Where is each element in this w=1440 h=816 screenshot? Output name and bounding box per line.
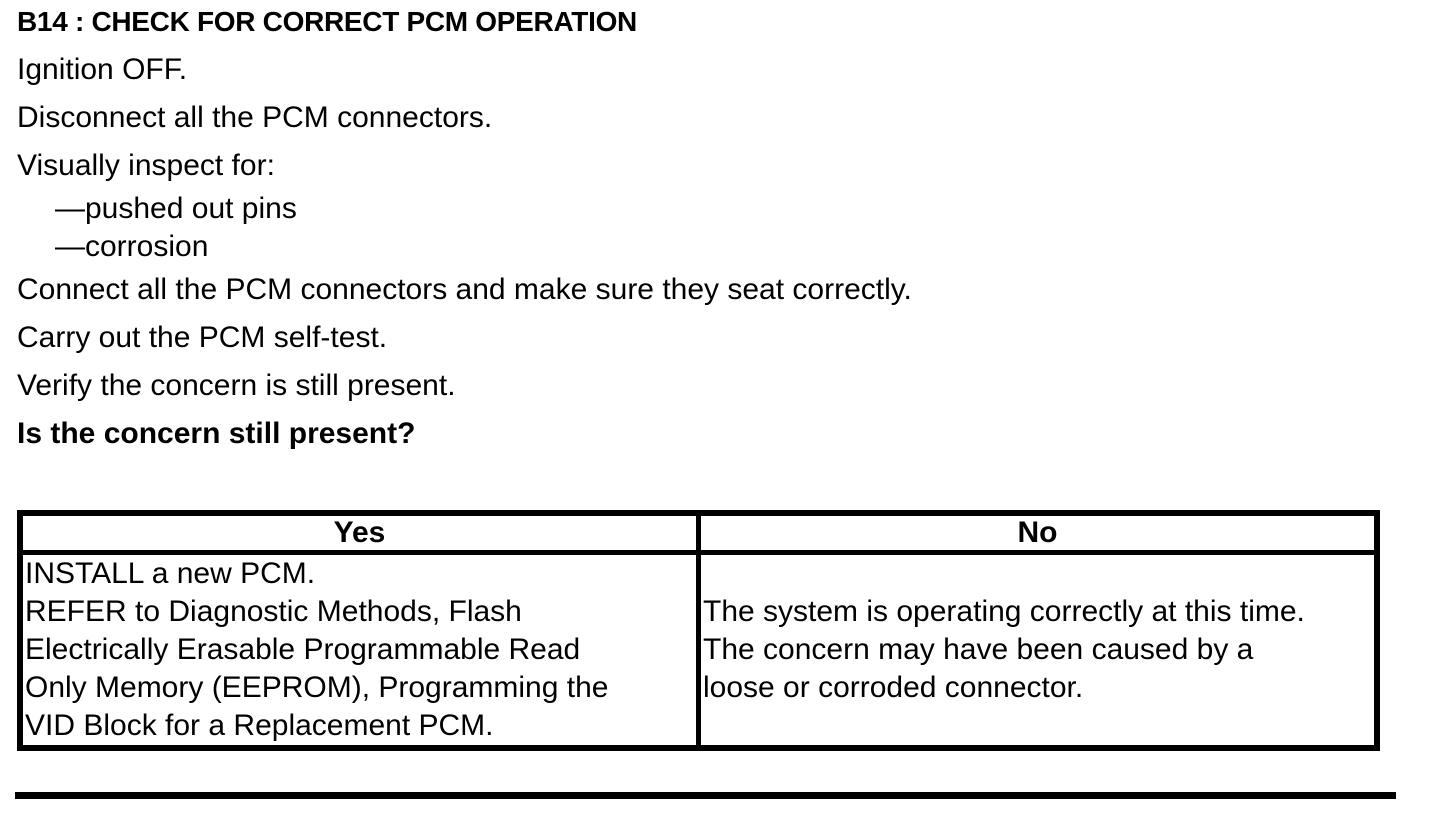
no-action-line: The system is operating correctly at thi…: [703, 595, 1305, 628]
yes-action-line: Only Memory (EEPROM), Programming the: [25, 671, 609, 704]
instruction-line: Carry out the PCM self-test.: [17, 321, 388, 354]
pinpoint-test-title: B14 : CHECK FOR CORRECT PCM OPERATION: [17, 6, 637, 37]
no-action-line: loose or corroded connector.: [703, 671, 1084, 704]
instruction-line: Ignition OFF.: [17, 53, 188, 86]
page-bottom-divider: [15, 792, 1396, 799]
decision-table-header-row: Yes No: [17, 510, 1380, 555]
instruction-steps: Ignition OFF. Disconnect all the PCM con…: [17, 46, 1440, 458]
instruction-line: Visually inspect for:: [17, 149, 275, 182]
instruction-line: Connect all the PCM connectors and make …: [17, 273, 912, 306]
no-action-cell: The system is operating correctly at thi…: [696, 550, 1380, 751]
decision-table: Yes No INSTALL a new PCM. REFER to Diagn…: [17, 510, 1380, 751]
yes-action-line: INSTALL a new PCM.: [25, 557, 316, 590]
inspection-list-item: —corrosion: [55, 230, 209, 263]
decision-table-body-row: INSTALL a new PCM. REFER to Diagnostic M…: [17, 550, 1380, 751]
inspection-list-item: —pushed out pins: [55, 192, 297, 225]
no-action-line: The concern may have been caused by a: [703, 633, 1254, 666]
yes-action-line: Electrically Erasable Programmable Read: [25, 633, 581, 666]
yes-action-cell: INSTALL a new PCM. REFER to Diagnostic M…: [17, 550, 701, 751]
yes-action-line: VID Block for a Replacement PCM.: [25, 709, 494, 742]
no-header-cell: No: [696, 510, 1380, 555]
instruction-line: Verify the concern is still present.: [17, 369, 456, 402]
yes-action-line: REFER to Diagnostic Methods, Flash: [25, 595, 522, 628]
decision-question: Is the concern still present?: [17, 417, 416, 450]
instruction-line: Disconnect all the PCM connectors.: [17, 101, 493, 134]
yes-header-cell: Yes: [17, 510, 701, 555]
